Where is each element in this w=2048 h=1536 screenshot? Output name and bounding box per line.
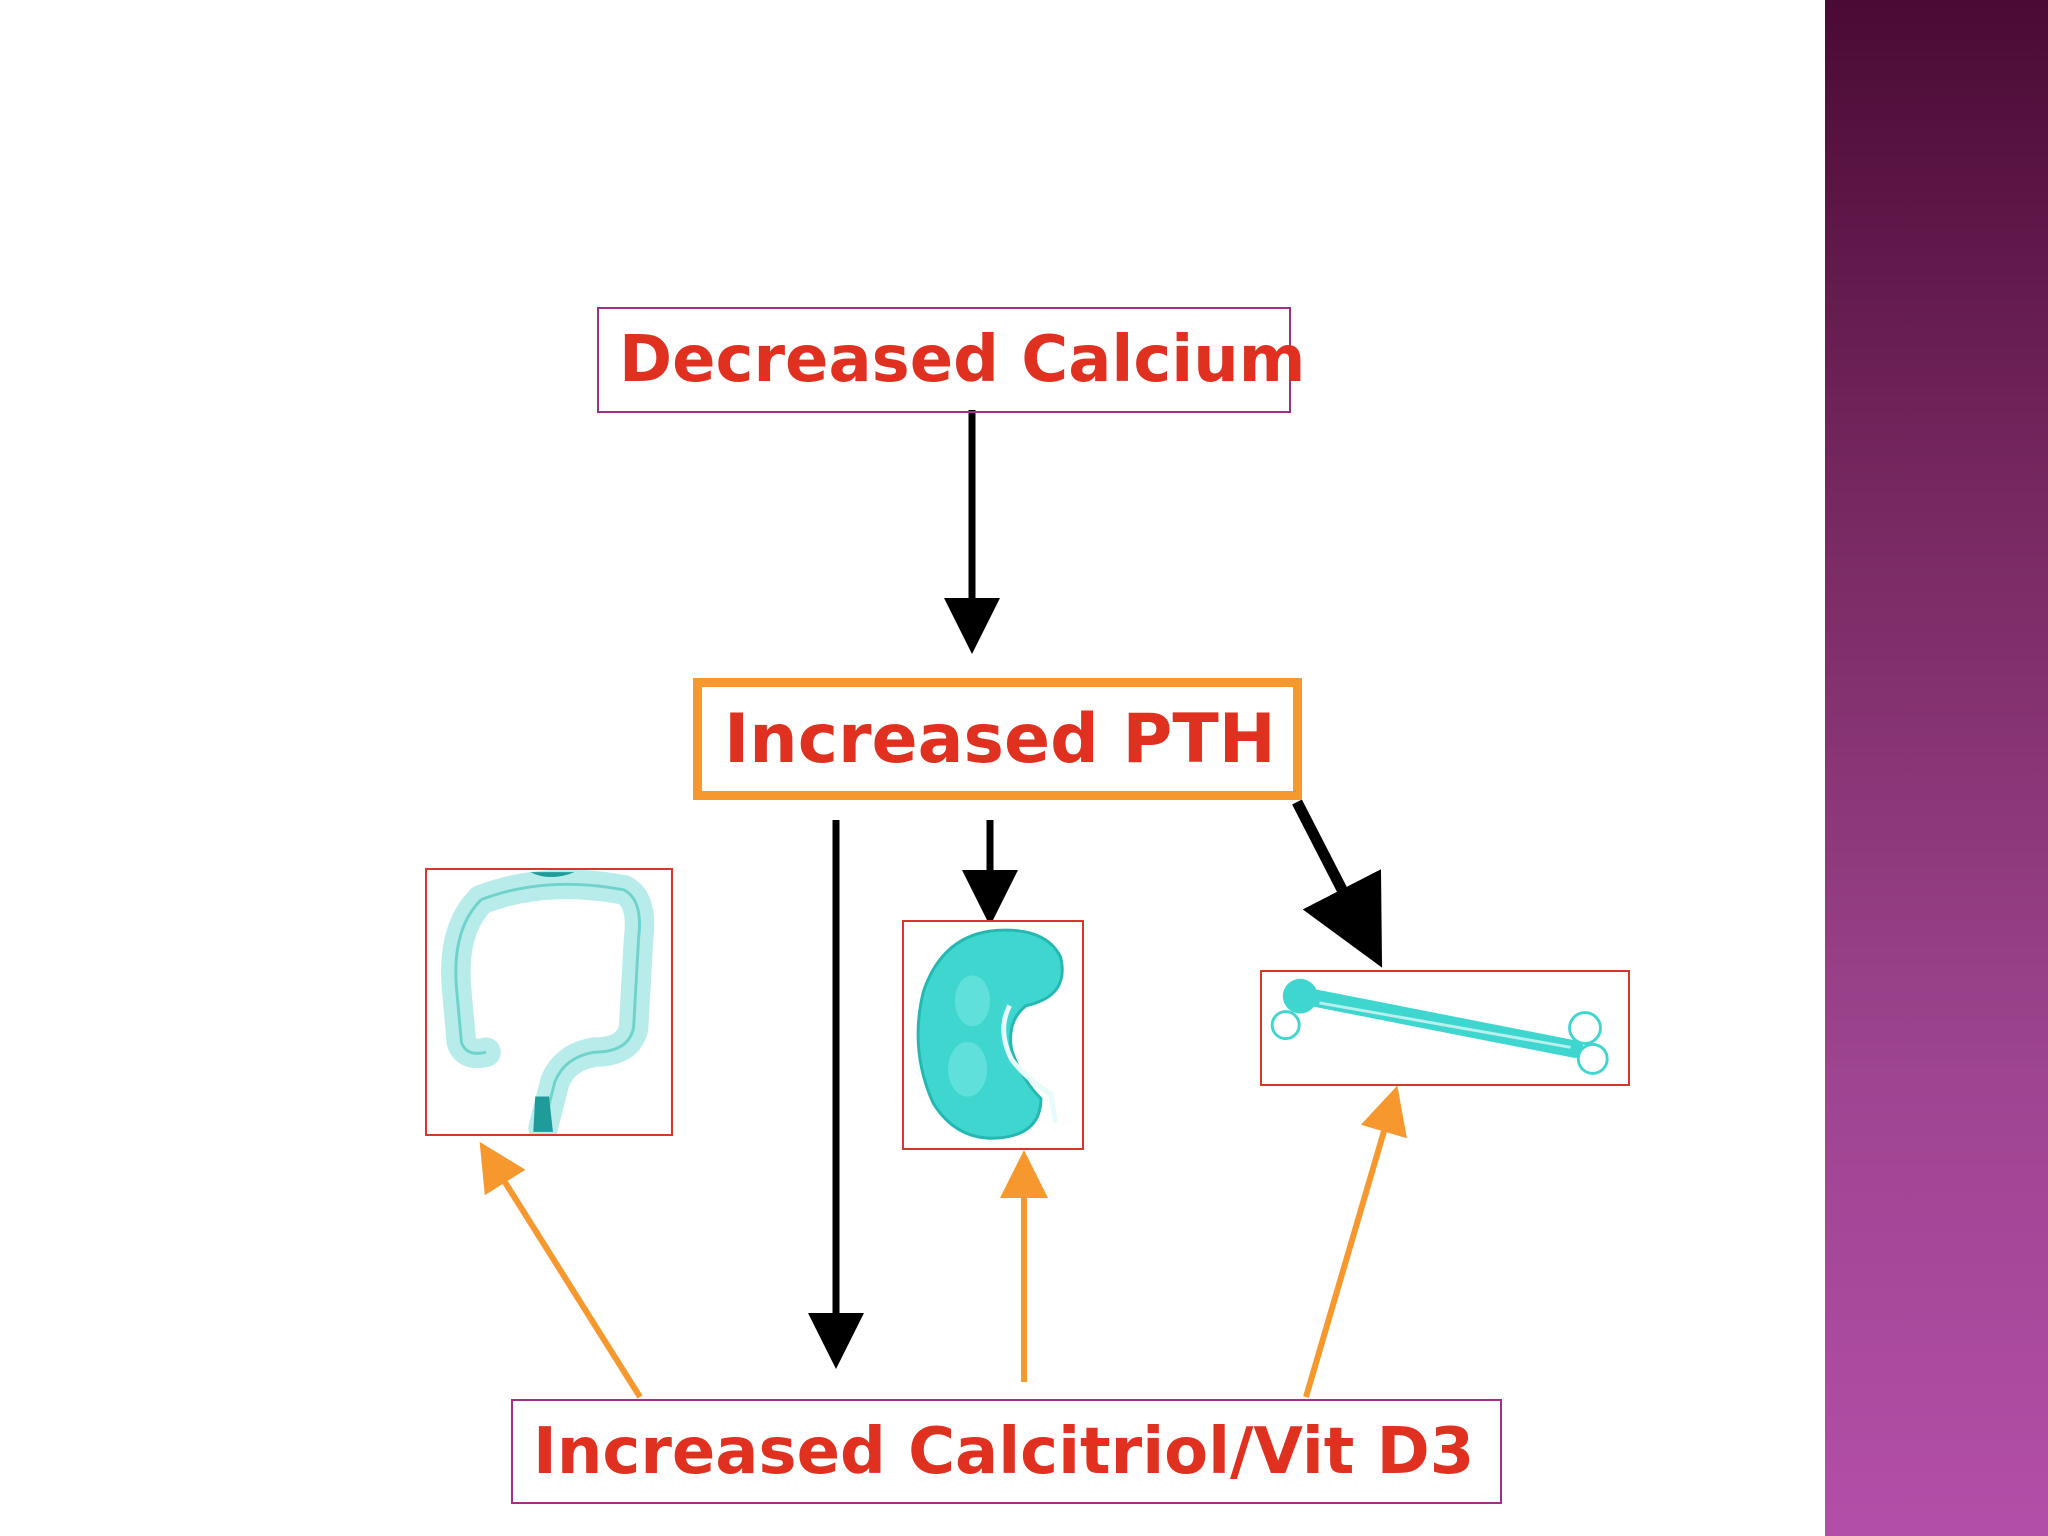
arrow-calcitriol-to-bone (1303, 1085, 1407, 1398)
increased-pth-box: Increased PTH (693, 678, 1302, 800)
increased-calcitriol-box: Increased Calcitriol/Vit D3 (511, 1399, 1502, 1504)
increased-calcitriol-label: Increased Calcitriol/Vit D3 (533, 1414, 1475, 1489)
decorative-side-bar (1825, 0, 2048, 1536)
increased-pth-label: Increased PTH (724, 699, 1276, 779)
decreased-calcium-box: Decreased Calcium (597, 307, 1305, 413)
kidney-image (902, 920, 1084, 1150)
bone-image (1260, 970, 1630, 1086)
bone-icon (1270, 978, 1609, 1075)
arrow-calcitriol-to-colon (479, 1141, 643, 1399)
colon-icon (441, 870, 655, 1134)
arrow-pth-to-bone (1292, 799, 1383, 968)
kidney-icon (916, 928, 1064, 1140)
decreased-calcium-label: Decreased Calcium (619, 323, 1306, 397)
colon-image (425, 868, 673, 1136)
